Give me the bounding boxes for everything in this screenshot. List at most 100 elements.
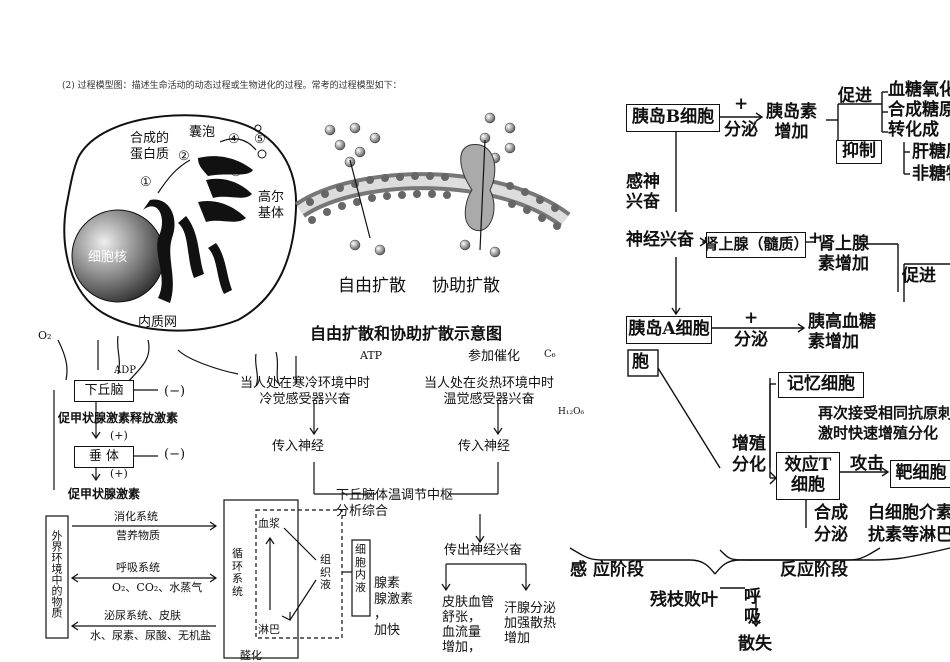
insulin-increase: 胰岛素 增加 — [766, 102, 817, 143]
synthesize-label: 合成 分泌 — [814, 503, 848, 546]
er-label: 内质网 — [138, 315, 178, 330]
glucose-diagram: 胰岛B细胞 + 分泌 胰岛素 增加 促进 抑制 血糖氧化 合成糖原 转化成 肝糖… — [626, 82, 950, 362]
bottom-fragment: 醛化 — [240, 649, 262, 662]
exchange-arrows — [45, 499, 371, 659]
nucleus-label: 细胞核 — [88, 250, 128, 265]
vesicle-label: 囊泡 — [189, 125, 216, 140]
beta-cell-label: 胰岛B细胞 — [631, 107, 715, 128]
plus-sign-3: + — [744, 308, 759, 328]
resp-system-label: 呼吸系统 — [116, 561, 160, 574]
interleukin-label: 白细胞介素 扰素等淋巴 — [868, 503, 950, 546]
circ-system-label: 循 环 系 统 — [232, 547, 243, 598]
trh-label: 促甲状腺激素释放激素 — [58, 411, 179, 425]
adrenal-box: 肾上腺（髓质） — [703, 232, 809, 258]
inhibit-box: 抑制 — [836, 140, 882, 164]
memory-cell-box: 记忆细胞 — [778, 372, 864, 398]
plus-sign-2: + — [808, 228, 823, 248]
free-diffusion-label: 自由扩散 — [338, 276, 406, 296]
lymph-label: 淋巴 — [258, 623, 280, 636]
membrane — [295, 112, 571, 258]
sympathetic-label: 感神 兴奋 — [626, 172, 660, 213]
nerve-excite-label: 神经兴奋 — [626, 230, 694, 250]
lost-label: 散失 — [738, 634, 772, 654]
cell-diagram: 细胞核 内质网 高尔 基体 合成的 蛋白质 囊泡 ① ② ③ ④ ⑤ — [58, 98, 308, 338]
negative-feedback-2: (−) — [164, 447, 186, 462]
exchange-diagram: 外界环境中的物质 消化系统 营养物质 呼吸系统 O₂、CO₂、水蒸气 泌尿系统、… — [44, 499, 374, 662]
gases-label: O₂、CO₂、水蒸气 — [112, 581, 203, 594]
result-5: 非糖物 — [912, 164, 950, 184]
plasma-label: 血浆 — [258, 517, 280, 530]
proliferate-label: 增殖 分化 — [732, 434, 766, 476]
step-4-label: ④ — [228, 132, 240, 147]
atp-label: ATP — [360, 349, 383, 362]
respiration-label: 呼 吸 — [744, 587, 761, 627]
target-cell-label: 靶细胞 — [895, 463, 947, 484]
efferent-label: 传出神经兴奋 — [444, 543, 523, 558]
step-5-label: ⑤ — [254, 132, 266, 147]
c6-label: C₆ — [544, 349, 556, 360]
adrenal-label: 肾上腺（髓质） — [703, 235, 809, 254]
result-2: 合成糖原 — [888, 100, 950, 120]
step-1-label: ① — [140, 175, 152, 190]
adp-label: ADP — [114, 365, 136, 376]
negative-feedback-1: (−) — [164, 384, 186, 399]
external-env-label: 外界环境中的物质 — [50, 530, 63, 618]
reaction-stage-label: 反应阶段 — [780, 560, 848, 580]
effector-t-label: 效应T 细胞 — [784, 455, 832, 495]
positive-1: (+) — [110, 429, 128, 442]
memory-cell-label: 记忆细胞 — [787, 374, 855, 395]
target-cell-box: 靶细胞 — [890, 460, 950, 488]
result-4: 肝糖原 — [912, 142, 950, 162]
tsh-label: 促甲状腺激素 — [68, 487, 141, 501]
immune-diagram: 胞 记忆细胞 增殖 分化 再次接受相同抗原刺 激时快速增殖分化 效应T 细胞 攻… — [569, 348, 950, 658]
inhibit-label: 抑制 — [842, 141, 876, 162]
hormone-fragment: 腺素 腺激素 ， 加快 — [374, 576, 414, 638]
effector-t-box: 效应T 细胞 — [776, 452, 840, 500]
remnant-label: 残枝败叶 — [650, 590, 718, 610]
sweat-gland-label: 汗腺分泌 加强散热 增加 — [504, 601, 557, 646]
intracellular-label: 细 胞 内 液 — [355, 543, 366, 594]
promote-label: 促进 — [838, 86, 872, 106]
promote-label-2: 促进 — [902, 266, 936, 286]
cell-outline — [63, 114, 298, 332]
afferent-label-2: 传入神经 — [458, 439, 511, 454]
diffusion-title: 自由扩散和协助扩散示意图 — [310, 324, 503, 343]
beta-cell-box: 胰岛B细胞 — [626, 104, 720, 132]
hormone-arrows — [53, 335, 239, 490]
re-exposure-label: 再次接受相同抗原刺 激时快速增殖分化 — [818, 404, 950, 442]
alpha-cell-label: 胰岛A细胞 — [628, 319, 710, 340]
step-2-label: ② — [178, 149, 190, 164]
sense-stage-label: 感 应阶段 — [570, 560, 644, 580]
secrete-label-1: 分泌 — [724, 120, 758, 140]
o2-label: O₂ — [38, 329, 52, 342]
waste-label: 水、尿素、尿酸、无机盐 — [90, 629, 211, 642]
thermo-center-label: 下丘脑体温调节中枢 分析综合 — [336, 488, 454, 519]
diffusion-diagram: 自由扩散 协助扩散 自由扩散和协助扩散示意图 — [295, 100, 571, 350]
cold-receptor-label: 当人处在寒冷环境中时 冷觉感受器兴奋 — [240, 376, 371, 407]
plus-sign-1: + — [734, 94, 749, 114]
thermo-diagram: ATP 参加催化 C₆ H₁₂O₆ 当人处在寒冷环境中时 冷觉感受器兴奋 当人处… — [236, 346, 584, 658]
tissue-fluid-label: 组 织 液 — [320, 553, 331, 592]
urinary-label: 泌尿系统、皮肤 — [104, 609, 181, 622]
attack-label: 攻击 — [850, 454, 884, 474]
protein-label: 合成的 蛋白质 — [130, 131, 170, 163]
facilitated-diffusion-label: 协助扩散 — [432, 276, 500, 296]
heat-receptor-label: 当人处在炎热环境中时 温觉感受器兴奋 — [424, 376, 555, 407]
caption: (2) 过程模型图：描述生命活动的动态过程或生物进化的过程。常考的过程模型如下： — [62, 81, 402, 91]
skin-vessel-label: 皮肤血管 舒张， 血流量 增加， — [442, 595, 495, 655]
h12o6-label: H₁₂O₆ — [558, 407, 585, 417]
result-3: 转化成 — [888, 120, 939, 140]
step-3-label: ③ — [230, 165, 242, 180]
catalysis-label: 参加催化 — [468, 349, 521, 364]
glucagon-increase: 胰高血糖 素增加 — [808, 312, 876, 353]
adrenaline-increase: 肾上腺 素增加 — [818, 234, 869, 275]
alpha-cell-box: 胰岛A细胞 — [626, 316, 712, 344]
hypothalamus-box: 下丘脑 — [74, 380, 134, 402]
immune-arrows — [569, 349, 950, 628]
golgi-label: 高尔 基体 — [258, 190, 285, 221]
pituitary-label: 垂 体 — [88, 448, 120, 464]
secrete-label-3: 分泌 — [734, 330, 768, 350]
hypothalamus-label: 下丘脑 — [84, 382, 124, 398]
digest-system-label: 消化系统 — [114, 510, 158, 523]
pituitary-box: 垂 体 — [74, 446, 134, 468]
